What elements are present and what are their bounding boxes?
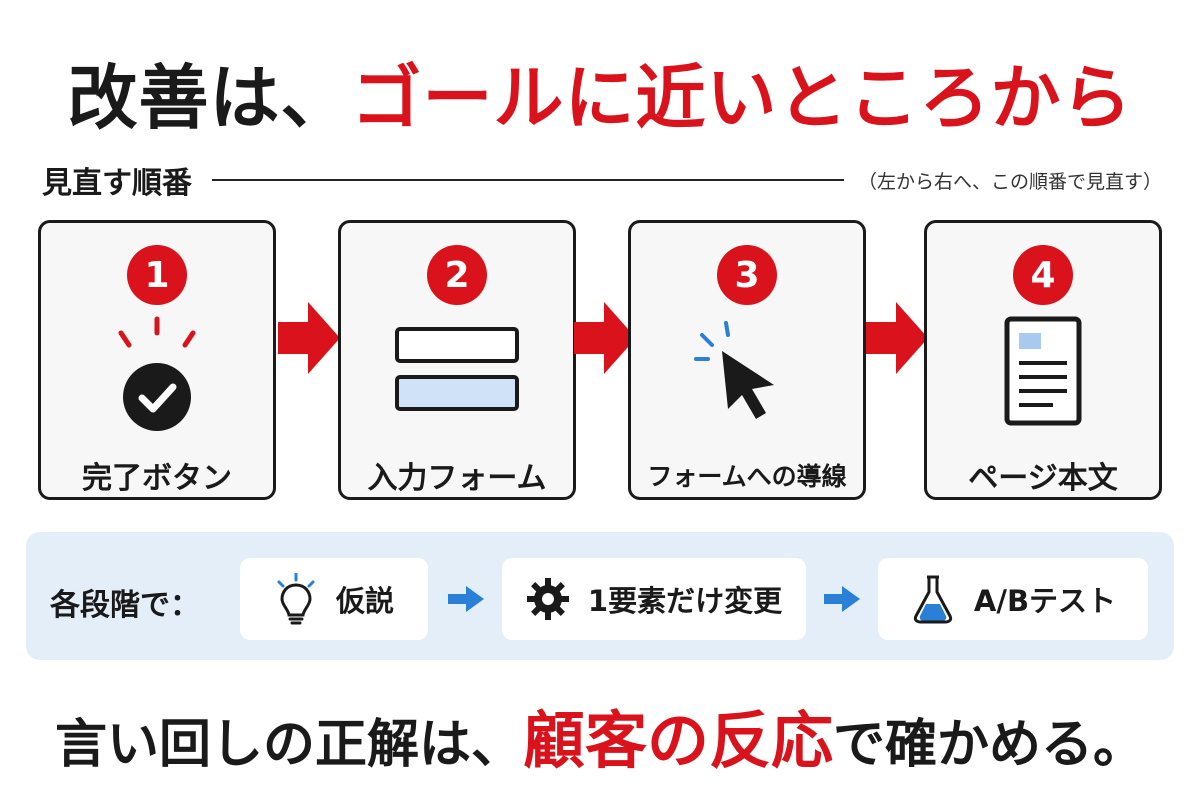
step-arrow-icon — [866, 302, 928, 374]
cycle-arrow-icon — [448, 586, 484, 612]
cycle-item-change-one: 1要素だけ変更 — [502, 558, 806, 640]
cycle-item-label: 仮説 — [335, 584, 394, 618]
cursor-click-icon — [631, 315, 863, 445]
step-label-1: 完了ボタン — [82, 461, 232, 496]
page-title: 改善は、ゴールに近いところから — [0, 42, 1200, 143]
step-card-2: 2 入力フォーム — [338, 220, 576, 500]
flask-icon — [913, 575, 953, 624]
conclusion: 言い回しの正解は、顧客の反応で確かめる。 — [0, 690, 1200, 780]
title-prefix: 改善は、 — [67, 57, 352, 139]
cycle-item-label: 1要素だけ変更 — [587, 584, 783, 618]
step-number-3: 3 — [717, 245, 777, 305]
step-card-4: 4 ページ本文 — [924, 220, 1162, 500]
order-label: 見直す順番 — [42, 166, 192, 201]
order-header: 見直す順番 （左から右へ、この順番で見直す） — [42, 160, 1162, 201]
step-card-1: 1 完了ボタン — [38, 220, 276, 500]
step-number-4: 4 — [1013, 245, 1073, 305]
lightbulb-icon — [277, 573, 315, 625]
step-label-3: フォームへの導線 — [647, 462, 847, 491]
cycle-item-ab-test: A/Bテスト — [878, 558, 1148, 640]
step-number-1: 1 — [127, 245, 187, 305]
form-fields-icon — [341, 315, 573, 445]
step-number-2: 2 — [427, 245, 487, 305]
conclusion-suffix: で確かめる。 — [833, 715, 1146, 775]
cycle-label: 各段階で： — [50, 588, 200, 623]
step-label-2: 入力フォーム — [367, 461, 547, 496]
check-circle-icon — [41, 315, 273, 445]
step-arrow-icon — [278, 302, 340, 374]
order-divider — [212, 179, 844, 181]
conclusion-prefix: 言い回しの正解は、 — [54, 715, 523, 775]
document-icon — [927, 315, 1159, 445]
gear-icon — [526, 578, 569, 620]
title-highlight: ゴールに近いところから — [351, 57, 1133, 139]
step-label-4: ページ本文 — [968, 461, 1118, 496]
order-note: （左から右へ、この順番で見直す） — [857, 170, 1162, 193]
step-card-3: 3 フォームへの導線 — [628, 220, 866, 500]
step-arrow-icon — [574, 302, 636, 374]
cycle-item-hypothesis: 仮説 — [240, 558, 428, 640]
cycle-item-label: A/Bテスト — [973, 584, 1117, 618]
conclusion-highlight: 顧客の反応 — [522, 704, 833, 777]
cycle-arrow-icon — [824, 586, 860, 612]
